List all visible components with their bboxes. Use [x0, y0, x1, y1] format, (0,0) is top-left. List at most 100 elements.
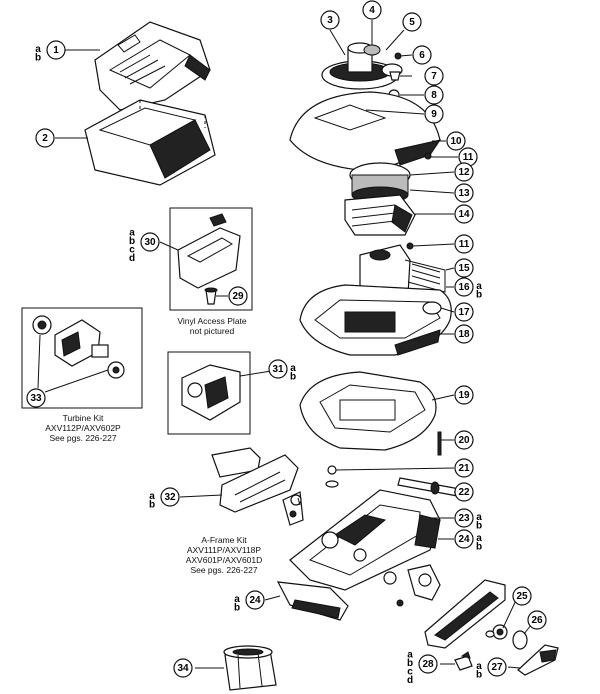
callout-sub-letter: b	[476, 541, 482, 552]
callout-circle	[454, 529, 474, 549]
callout-13: 13	[454, 183, 474, 203]
part-clip-28	[454, 651, 473, 671]
callout-circle	[26, 388, 46, 408]
turbine-caption-line: See pgs. 226-227	[49, 433, 117, 443]
vinyl-caption-line: not pictured	[189, 326, 235, 336]
callout-sub-letter: b	[290, 371, 296, 382]
callout-number: 21	[458, 463, 470, 474]
callout-number: 25	[516, 591, 528, 602]
callout-circle	[160, 487, 180, 507]
part-aframe-side	[383, 564, 441, 601]
callout-7: 7	[424, 66, 444, 86]
callout-circle	[268, 359, 288, 379]
turbine-caption-line: Turbine Kit	[62, 413, 104, 423]
callout-circle	[454, 458, 474, 478]
callout-19: 19	[454, 385, 474, 405]
callout-number: 20	[458, 435, 470, 446]
callout-circle	[424, 104, 444, 124]
callout-number: 17	[458, 307, 470, 318]
callout-number: 23	[458, 513, 470, 524]
callout-circle	[140, 232, 160, 252]
callout-sub-letter: a	[407, 649, 413, 660]
callout-circle	[454, 385, 474, 405]
part-turbine-kit	[32, 315, 125, 379]
callout-sub-letter: a	[234, 594, 240, 605]
aframe-caption-line: A-Frame Kit	[201, 535, 247, 545]
part-lower-housing	[84, 99, 216, 186]
callout-number: 2	[42, 133, 48, 144]
callout-sub-letter: a	[476, 281, 482, 292]
part-top-cover	[94, 21, 211, 111]
callout-sub-letter: b	[476, 669, 482, 680]
callout-circle	[454, 277, 474, 297]
part-screw-20	[437, 431, 442, 456]
callout-number: 1	[53, 45, 59, 56]
callout-circle	[424, 85, 444, 105]
callout-number: 29	[232, 291, 244, 302]
callout-sub-letter: a	[129, 227, 135, 238]
inset-box-31	[167, 351, 251, 435]
part-dome-cover	[289, 91, 442, 171]
callout-circle	[454, 183, 474, 203]
callout-number: 11	[463, 152, 474, 163]
callout-15: 15	[454, 258, 474, 278]
part-31	[181, 364, 241, 421]
callout-circle	[454, 430, 474, 450]
callout-circle	[35, 128, 55, 148]
callout-9: 9	[424, 104, 444, 124]
vinyl-caption: Vinyl Access Plate not pictured	[160, 316, 264, 336]
callout-sub-letter: b	[129, 236, 135, 247]
callout-12: 12	[454, 162, 474, 182]
callout-sub-letter: a	[35, 44, 41, 55]
callout-circle	[412, 45, 432, 65]
callout-number: 12	[458, 167, 470, 178]
aframe-caption-line: AXV111P/AXV118P	[186, 545, 262, 555]
callout-number: 33	[30, 393, 42, 404]
callout-sub-letter: b	[476, 520, 482, 531]
callout-circle	[454, 204, 474, 224]
callout-circle	[454, 162, 474, 182]
callout-circle	[454, 508, 474, 528]
callout-sub-letter: c	[407, 666, 413, 677]
callout-circle	[362, 0, 382, 20]
part-chassis-body	[299, 284, 452, 356]
aframe-caption-line: See pgs. 226-227	[190, 565, 258, 575]
callout-circle	[527, 610, 547, 630]
callout-33: 33	[26, 388, 46, 408]
callout-number: 22	[458, 487, 470, 498]
part-base-plate	[299, 371, 437, 451]
part-aframe-bracket	[282, 491, 304, 526]
callout-number: 9	[431, 109, 437, 120]
callout-sub-letter: a	[476, 661, 482, 672]
part-motor-bracket	[344, 194, 416, 236]
callout-circle	[320, 10, 340, 30]
callout-18: 18	[454, 324, 474, 344]
inset-box-turbine	[21, 307, 143, 409]
callout-number: 15	[458, 263, 470, 274]
callout-sub-letter: a	[476, 512, 482, 523]
callout-circle	[454, 234, 474, 254]
callout-circle	[512, 586, 532, 606]
callout-23: 23 ab	[454, 508, 482, 531]
callout-circle	[446, 131, 466, 151]
callout-6: 6	[412, 45, 432, 65]
callout-8: 8	[424, 85, 444, 105]
callout-16: 16 ab	[454, 277, 482, 300]
callout-circle	[454, 324, 474, 344]
callout-sub-letter: a	[290, 363, 296, 374]
part-screw-11b	[406, 242, 414, 250]
callout-29: 29	[228, 286, 248, 306]
callout-sub-letter: b	[476, 289, 482, 300]
inset-box-vinyl	[169, 207, 253, 311]
callout-number: 4	[369, 5, 375, 16]
callout-17: 17	[454, 302, 474, 322]
callout-number: 16	[458, 282, 470, 293]
callout-number: 10	[450, 136, 462, 147]
callout-number: 19	[458, 390, 470, 401]
aframe-caption-line: AXV601P/AXV601D	[185, 555, 263, 565]
